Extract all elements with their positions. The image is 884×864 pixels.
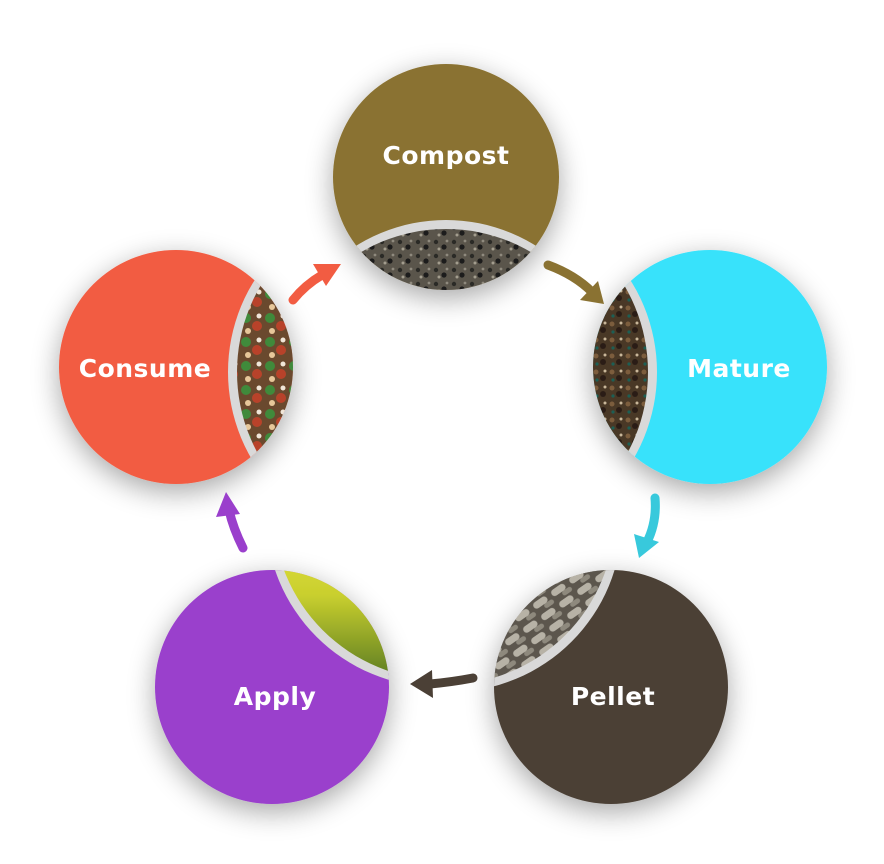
stage-compost (333, 64, 559, 290)
stage-pellet-label: Pellet (571, 682, 655, 711)
stage-mature-circle (593, 250, 827, 484)
arrow-pellet-to-apply (410, 670, 478, 698)
stage-consume (59, 250, 293, 484)
arrow-apply-to-consume (216, 492, 248, 553)
arrow-mature-to-pellet (634, 493, 660, 558)
arrow-consume-to-compost (288, 264, 341, 305)
stage-consume-circle (59, 250, 293, 484)
stage-mature (593, 250, 827, 484)
stage-consume-label: Consume (79, 354, 212, 383)
arrow-compost-to-mature (543, 260, 604, 304)
stage-mature-label: Mature (687, 354, 791, 383)
stage-apply-label: Apply (234, 682, 317, 711)
stage-compost-label: Compost (383, 141, 510, 170)
